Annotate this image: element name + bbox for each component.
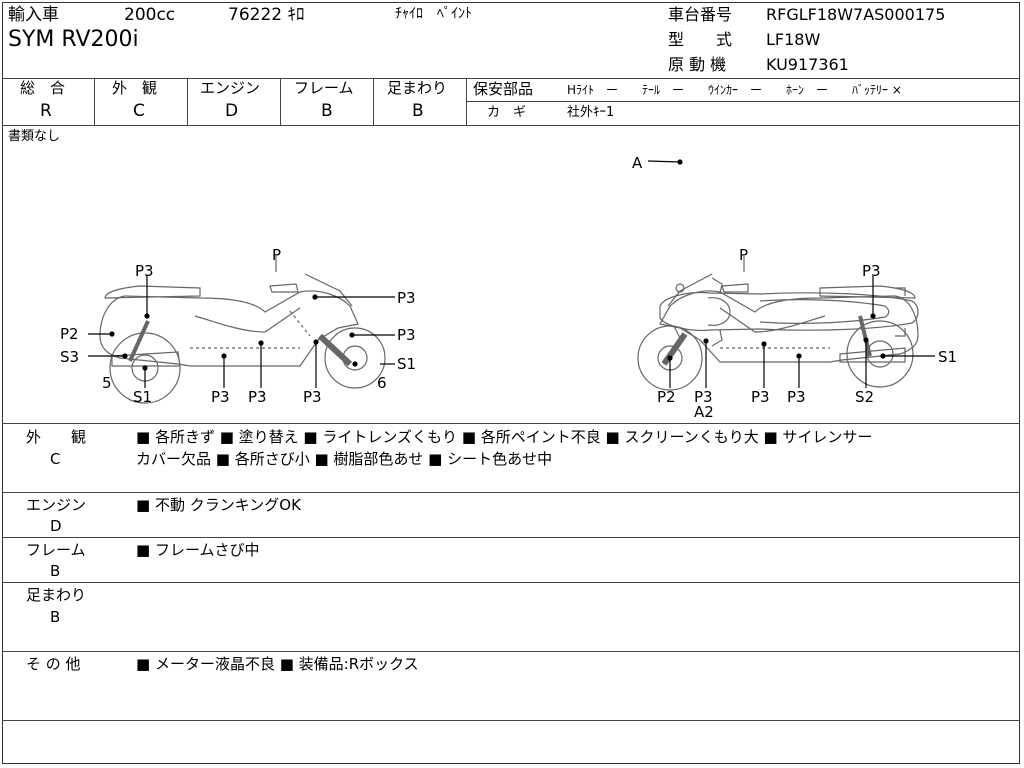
note-exterior-line1: ■ 各所きず ■ 塗り替え ■ ライトレンズくもり ■ 各所ペイント不良 ■ ス… [136, 428, 873, 446]
note-title-suspension: 足まわり [26, 586, 87, 604]
diagram-label: P2 [60, 325, 79, 343]
note-title-frame: フレーム [26, 541, 86, 559]
note-grade-exterior: C [50, 450, 61, 468]
displacement: 200cc [124, 5, 176, 25]
mileage: 76222 ｷﾛ [228, 5, 305, 25]
scooter-right-view [637, 256, 919, 391]
note-title-engine: エンジン [26, 496, 87, 514]
diagram-label: P3 [135, 262, 154, 280]
key-value: 社外ｷｰ1 [567, 105, 615, 120]
safety-items: Hﾗｲﾄ ー ﾃｰﾙ ー ｳｲﾝｶｰ ー ﾎｰﾝ ー ﾊﾞｯﾃﾘｰ × [567, 83, 902, 97]
diagram-label: P3 [248, 388, 267, 406]
diagram-label: 5 [102, 374, 112, 392]
note-engine-line1: ■ 不動 クランキングOK [136, 496, 301, 514]
diagram-label: P [739, 246, 748, 264]
note-other-line1: ■ メーター液晶不良 ■ 装備品:Rボックス [136, 655, 419, 673]
grade-header-engine: エンジン [200, 79, 261, 97]
note-exterior-line2: カバー欠品 ■ 各所さび小 ■ 樹脂部色あせ ■ シート色あせ中 [136, 450, 553, 468]
grade-header-exterior: 外 観 [112, 79, 158, 97]
note-title-other: そ の 他 [26, 655, 81, 673]
frame-no: RFGLF18W7AS000175 [766, 5, 946, 24]
note-title-exterior: 外 観 [26, 428, 87, 446]
diagram-label: S1 [397, 355, 416, 373]
engine-no: KU917361 [766, 55, 849, 74]
note-frame-line1: ■ フレームさび中 [136, 541, 260, 559]
grade-exterior: C [133, 101, 145, 121]
diagram-label: A [632, 154, 643, 172]
safety-label: 保安部品 [473, 80, 534, 98]
note-grade-suspension: B [50, 608, 61, 626]
scooter-left-view [99, 256, 386, 404]
grade-overall: R [40, 101, 52, 121]
diagram-label: P3 [397, 289, 416, 307]
engine-label: 原 動 機 [668, 55, 727, 74]
type-value: LF18W [766, 30, 821, 49]
diagram-label: S1 [133, 388, 152, 406]
note-grade-engine: D [50, 517, 62, 535]
grade-frame: B [321, 101, 333, 121]
diagram-label: P3 [211, 388, 230, 406]
diagram-label: S3 [60, 348, 79, 366]
diagram-label: S2 [855, 388, 874, 406]
documents-status: 書類なし [8, 129, 61, 144]
diagram-label: P3 [787, 388, 806, 406]
scooter-top-view [659, 277, 919, 347]
diagram-label: P3 [397, 326, 416, 344]
key-label: カ ギ [487, 105, 527, 120]
color: ﾁｬｲﾛ ﾍﾟｲﾝﾄ [395, 6, 472, 22]
diagram-label: S1 [938, 348, 957, 366]
grade-engine: D [225, 101, 239, 121]
diagram-label: P3 [751, 388, 770, 406]
damage-diagram: A P P3 P3 P2 S3 P3 5 S1 P3 P3 P3 S1 6 P … [60, 154, 957, 421]
model-name: SYM RV200i [8, 27, 139, 52]
type-label: 型 式 [668, 30, 733, 49]
diagram-label: P [272, 246, 281, 264]
diagram-label: 6 [377, 374, 387, 392]
grade-header-overall: 総 合 [20, 79, 66, 97]
diagram-label: P2 [657, 388, 676, 406]
grade-suspension: B [412, 101, 424, 121]
diagram-label: P3 [694, 388, 713, 406]
vehicle-category: 輸入車 [8, 5, 59, 25]
grade-header-suspension: 足まわり [387, 79, 448, 97]
grade-header-frame: フレーム [294, 79, 354, 97]
note-grade-frame: B [50, 562, 61, 580]
frame-no-label: 車台番号 [668, 5, 733, 24]
diagram-label: P3 [303, 388, 322, 406]
diagram-label: P3 [862, 262, 881, 280]
diagram-label: A2 [694, 403, 714, 421]
